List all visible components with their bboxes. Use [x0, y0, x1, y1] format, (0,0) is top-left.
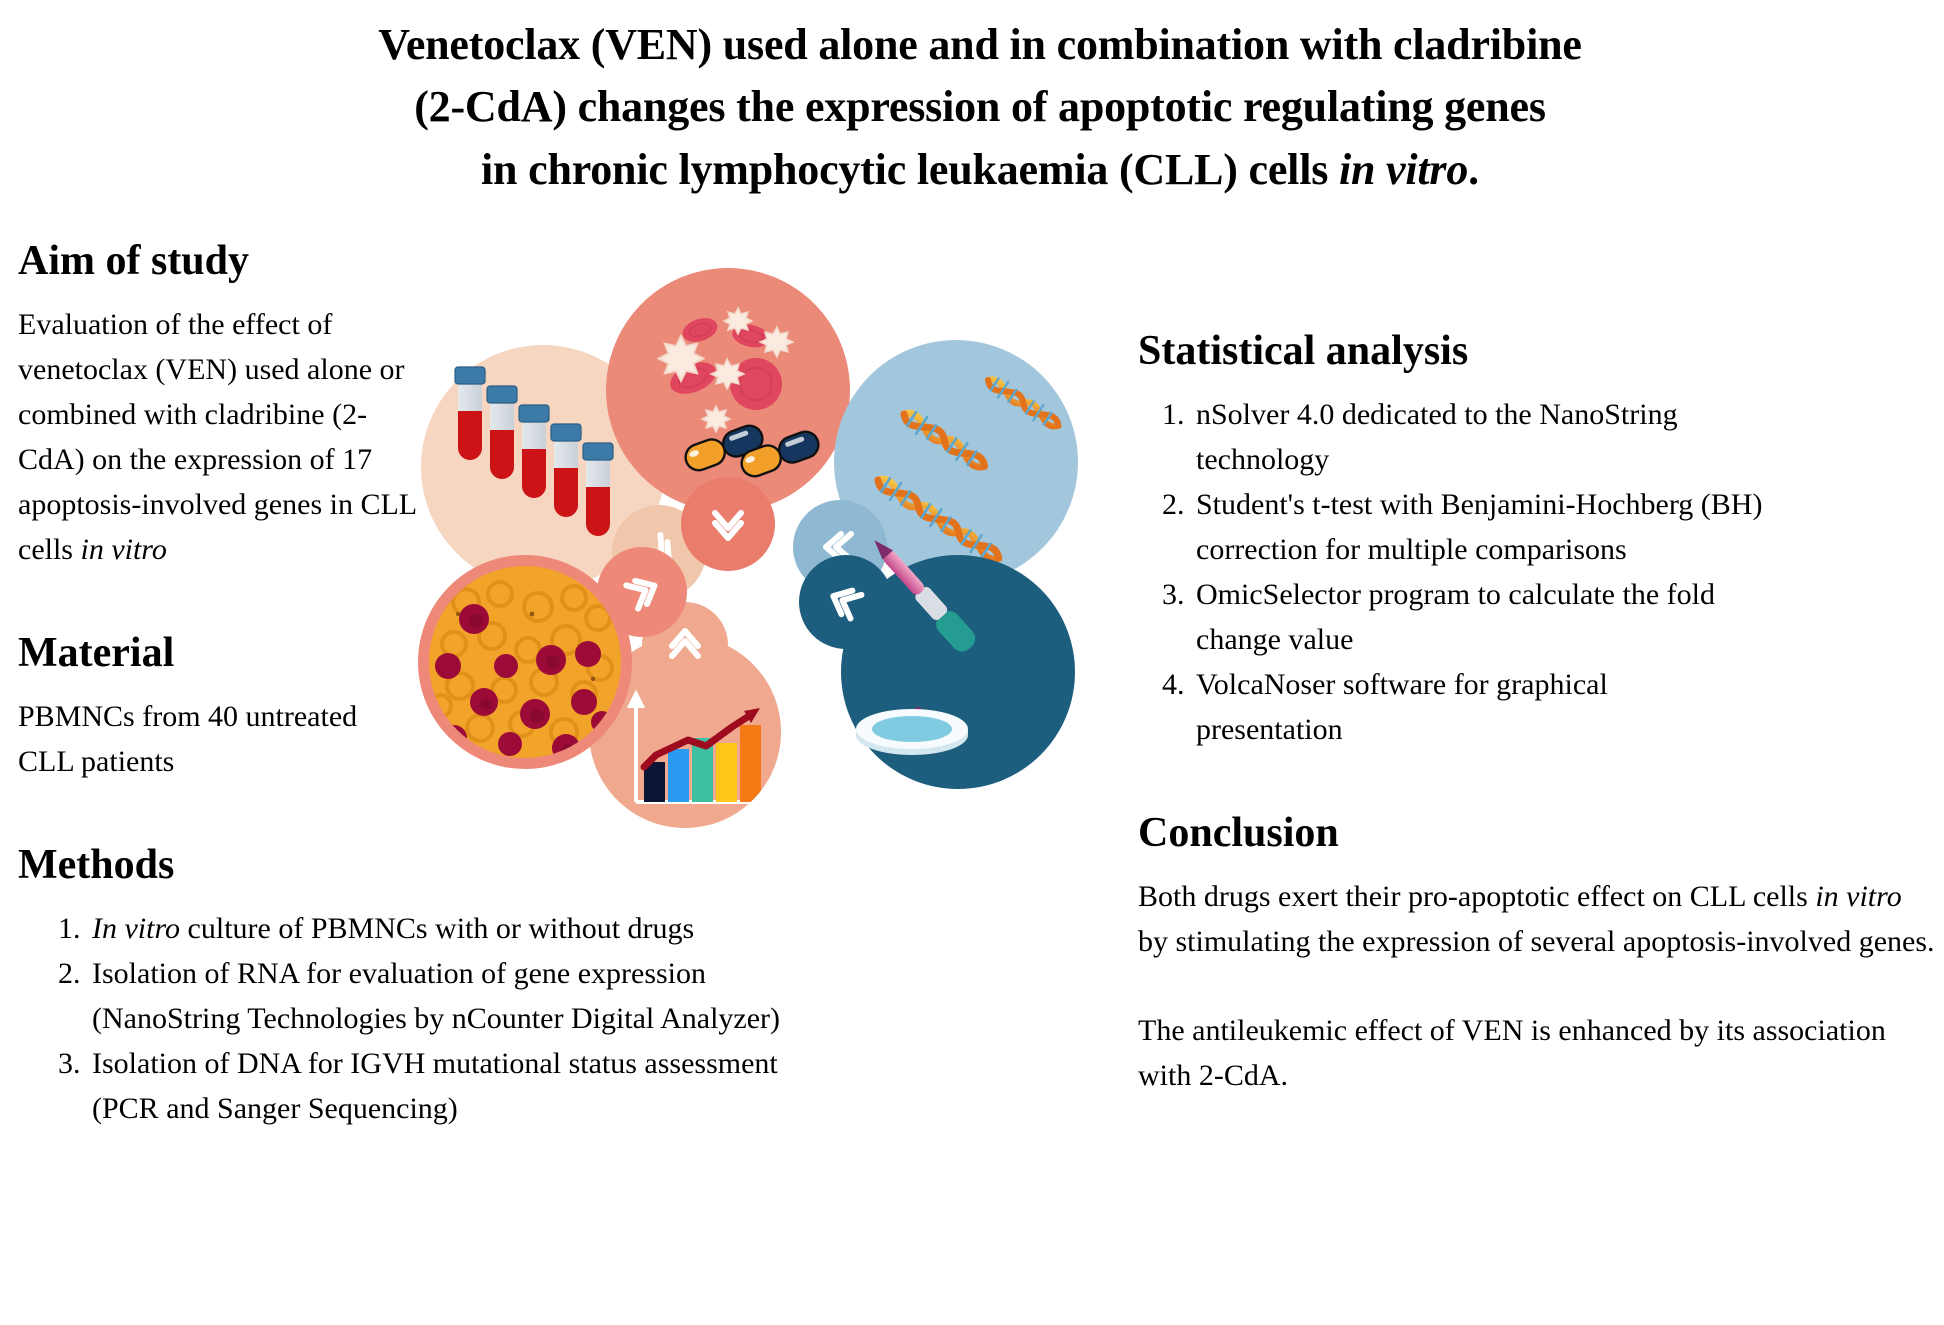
- statistics-item-1-text: nSolver 4.0 dedicated to the NanoString: [1196, 398, 1678, 431]
- list-item: 1. nSolver 4.0 dedicated to the NanoStri…: [1162, 392, 1938, 437]
- page-title: Venetoclax (VEN) used alone and in combi…: [300, 14, 1660, 201]
- statistics-item-2-text: Student's t-test with Benjamini-Hochberg…: [1196, 488, 1763, 521]
- node-pipette-petri-dish: [799, 540, 1075, 789]
- section-material: Material PBMNCs from 40 untreated CLL pa…: [18, 632, 1078, 784]
- left-column: Aim of study Evaluation of the effect of…: [18, 240, 1078, 1131]
- node-blood-cells-and-drug-capsules: [606, 268, 850, 571]
- aim-text-emphasis: in vitro: [80, 533, 167, 566]
- methods-heading: Methods: [18, 842, 175, 888]
- red-blood-cell-outlines: [677, 322, 773, 401]
- right-column: Statistical analysis 1. nSolver 4.0 dedi…: [1138, 330, 1938, 1098]
- blood-tube-icon-group: [454, 366, 614, 536]
- trend-arrow-head: [744, 708, 760, 723]
- list-item: 3. Isolation of DNA for IGVH mutational …: [58, 1041, 1078, 1086]
- conclusion-heading: Conclusion: [1138, 810, 1339, 856]
- list-item: 2. Student's t-test with Benjamini-Hochb…: [1162, 482, 1938, 527]
- methods-item-1-body: culture of PBMNCs with or without drugs: [180, 912, 695, 945]
- statistics-item-2-number: 2.: [1162, 488, 1185, 521]
- aim-heading: Aim of study: [18, 238, 250, 284]
- bar-chart-graphic: [626, 689, 773, 812]
- title-line-3-text: in chronic lymphocytic leukaemia (CLL) c…: [481, 144, 1339, 194]
- methods-item-2-number: 2.: [58, 957, 81, 990]
- statistics-item-1-number: 1.: [1162, 398, 1185, 431]
- petri-dish-icon: [856, 709, 968, 755]
- dna-helix-icons: [874, 376, 1062, 563]
- title-line-2: (2-CdA) changes the expression of apopto…: [414, 82, 1546, 132]
- list-item: 2. Isolation of RNA for evaluation of ge…: [58, 951, 1078, 996]
- aim-text: Evaluation of the effect of venetoclax (…: [18, 302, 418, 572]
- conclusion-p1-emphasis: in vitro: [1815, 880, 1902, 913]
- list-item: 1. In vitro culture of PBMNCs with or wi…: [58, 906, 1078, 951]
- conclusion-p1-b: by stimulating the expression of several…: [1138, 925, 1935, 958]
- statistics-item-1-continuation: technology: [1196, 443, 1330, 476]
- statistics-item-4-text: VolcaNoser software for graphical: [1196, 668, 1608, 701]
- statistics-item-4-continuation: presentation: [1196, 713, 1343, 746]
- section-methods: Methods 1. In vitro culture of PBMNCs wi…: [18, 844, 1078, 1131]
- aim-text-main: Evaluation of the effect of venetoclax (…: [18, 308, 416, 566]
- drug-capsule-icons: [684, 424, 820, 478]
- pipette-icon: [874, 540, 976, 652]
- blood-cells-circle: [606, 268, 850, 512]
- statistics-list: 1. nSolver 4.0 dedicated to the NanoStri…: [1138, 392, 1938, 752]
- conclusion-paragraph-1: Both drugs exert their pro-apoptotic eff…: [1138, 874, 1938, 964]
- central-cycle-diagram: [388, 262, 1118, 832]
- conclusion-p1-a: Both drugs exert their pro-apoptotic eff…: [1138, 880, 1816, 913]
- methods-item-3-continuation: (PCR and Sanger Sequencing): [92, 1092, 458, 1125]
- material-text: PBMNCs from 40 untreated CLL patients: [18, 700, 358, 778]
- chevron-up-right-icon: [623, 577, 658, 612]
- statistics-item-3-text: OmicSelector program to calculate the fo…: [1196, 578, 1715, 611]
- blood-smear-field: [429, 566, 621, 758]
- section-aim-of-study: Aim of study Evaluation of the effect of…: [18, 240, 1078, 572]
- statistics-item-4-number: 4.: [1162, 668, 1185, 701]
- conclusion-paragraph-2: The antileukemic effect of VEN is enhanc…: [1138, 1014, 1886, 1092]
- trend-arrow-icon: [640, 710, 756, 771]
- title-line-3: in chronic lymphocytic leukaemia (CLL) c…: [300, 139, 1660, 201]
- chevron-up-left-icon: [830, 587, 865, 622]
- chart-bars: [644, 725, 761, 802]
- leukemic-cell-icons: [656, 306, 795, 434]
- methods-item-3-number: 3.: [58, 1047, 81, 1080]
- title-line-3-emphasis: in vitro: [1338, 144, 1469, 194]
- statistics-item-3-number: 3.: [1162, 578, 1185, 611]
- material-heading: Material: [18, 630, 175, 676]
- statistics-item-2-continuation: correction for multiple comparisons: [1196, 533, 1627, 566]
- section-statistical-analysis: Statistical analysis 1. nSolver 4.0 dedi…: [1138, 330, 1938, 752]
- methods-list: 1. In vitro culture of PBMNCs with or wi…: [18, 906, 1078, 1131]
- chevron-down-icon: [712, 510, 744, 541]
- section-conclusion: Conclusion Both drugs exert their pro-ap…: [1138, 812, 1938, 1098]
- node-blood-sample-tubes: [421, 345, 706, 599]
- methods-item-1-text: In vitro culture of PBMNCs with or witho…: [92, 906, 1078, 951]
- methods-item-1-emphasis: In vitro: [92, 912, 181, 945]
- node-blood-smear-microscopy: [418, 547, 687, 769]
- title-line-3-tail: .: [1468, 144, 1479, 194]
- node-bar-chart-results: [589, 602, 781, 828]
- methods-item-2-continuation: (NanoString Technologies by nCounter Dig…: [92, 1002, 781, 1035]
- statistics-heading: Statistical analysis: [1138, 328, 1469, 374]
- methods-item-2-text: Isolation of RNA for evaluation of gene …: [92, 957, 707, 990]
- chevron-up-icon: [669, 628, 701, 659]
- list-item: 3. OmicSelector program to calculate the…: [1162, 572, 1938, 617]
- methods-item-3-text: Isolation of DNA for IGVH mutational sta…: [92, 1047, 778, 1080]
- list-item: 4. VolcaNoser software for graphical: [1162, 662, 1938, 707]
- methods-item-1-number: 1.: [58, 912, 81, 945]
- title-line-1: Venetoclax (VEN) used alone and in combi…: [378, 20, 1582, 69]
- statistics-item-3-continuation: change value: [1196, 623, 1354, 656]
